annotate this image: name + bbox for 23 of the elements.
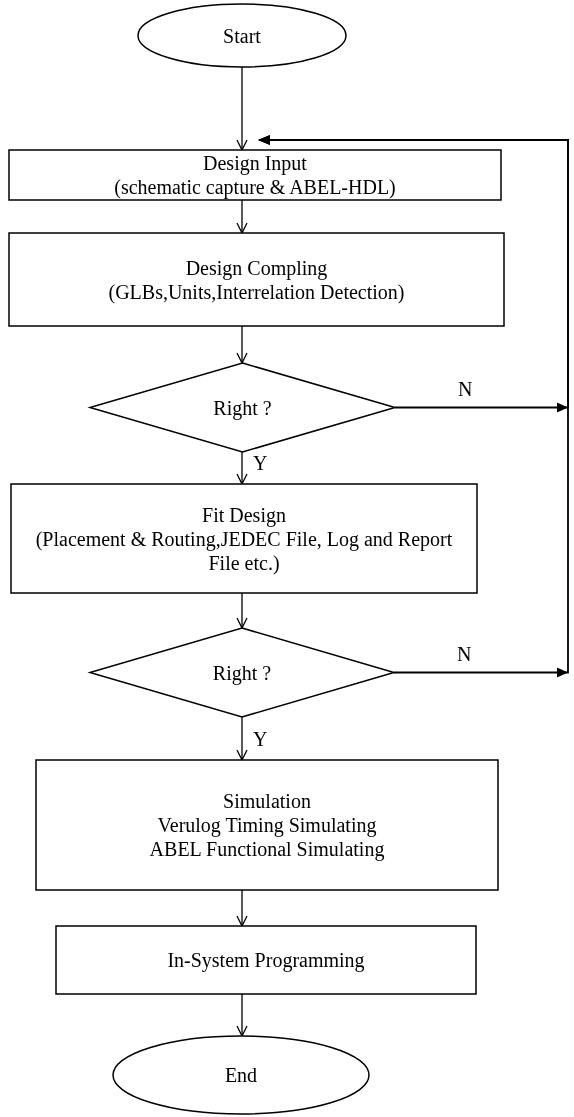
node-title: Fit Design (202, 502, 286, 527)
arrow (236, 592, 248, 629)
arrow (236, 993, 248, 1037)
arrow (236, 199, 248, 234)
node-detail: (GLBs,Units,Interrelation Detection) (108, 280, 405, 304)
node-title: End (224, 1063, 258, 1087)
arrow (236, 66, 248, 151)
node-title: Right ? (213, 395, 272, 420)
node-title: Simulation (223, 789, 311, 813)
node-title: Design Compling (185, 255, 328, 280)
arrow (236, 889, 248, 927)
node-detail: ABEL Functional Simulating (149, 837, 385, 861)
arrow (236, 716, 248, 761)
node-detail: Verulog Timing Simulating (157, 813, 377, 837)
node-detail: (Placement & Routing,JEDEC File, Log and Report File etc.) (34, 527, 454, 575)
node-title: Design Input (203, 151, 307, 175)
arrow (258, 135, 569, 678)
arrow (236, 451, 248, 485)
node-title: Start (223, 23, 261, 48)
node-detail: (schematic capture & ABEL-HDL) (114, 175, 396, 199)
arrow (236, 325, 248, 364)
node-title: In-System Programming (167, 948, 365, 972)
node-title: Right ? (212, 660, 272, 685)
